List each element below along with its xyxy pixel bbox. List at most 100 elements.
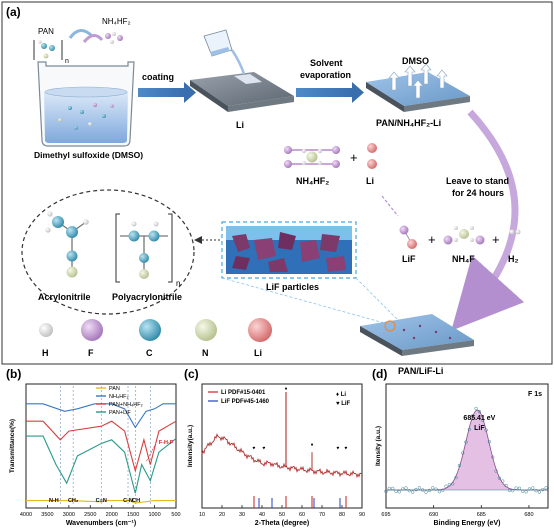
xps-data-point [517,486,522,490]
ftir-series-line [26,403,176,429]
final-plate [360,314,474,356]
element-legend: H F C N Li [39,318,272,358]
nh4f-product-label: NH₄F [452,254,475,264]
xps-data-point [411,490,415,494]
legend-h-label: H [42,348,49,358]
xps-data-point [477,409,482,414]
polymer-n-subscript: n [176,279,180,288]
ftir-fhf-pointer [145,445,155,463]
xps-data-point [514,486,518,490]
acrylonitrile-molecule-icon [45,211,89,278]
ftir-x-tick-label: 1000 [148,512,160,518]
xps-data-point [461,451,465,455]
beaker [37,61,135,147]
xrd-x-axis-label: 2-Theta (degree) [255,520,309,527]
xps-data-point [457,463,462,468]
panel-d-letter: (d) [372,367,387,381]
xrd-peak-marker: ♥ [345,446,348,452]
xps-data-point [434,487,438,491]
xps-data-point [474,406,478,411]
xps-data-point [387,486,391,491]
xps-data-point [484,428,488,432]
xps-x-tick-label: 680 [524,512,533,518]
evaporation-arrow [296,82,364,103]
xrd-peak-marker: ♦ [285,386,288,392]
xps-data-point [391,486,395,491]
xps-x-tick-label: 695 [381,512,390,518]
ftir-x-tick-label: 3000 [63,512,75,518]
ftir-legend-label: PAN+LiF [109,410,131,416]
ftir-annotation: CH₂ [68,498,79,504]
ftir-x-tick-label: 2500 [84,512,96,518]
xps-data-point [417,486,422,490]
xrd-y-axis-label: Intensity(a.u.) [187,425,194,467]
xps-data-point [397,490,401,494]
ftir-annotation: C≡N [96,498,107,504]
plus-sign-1: + [350,150,358,165]
legend-c-ball [139,319,161,341]
coating-arrow [138,82,196,103]
xps-x-axis-label: Binding Energy (eV) [434,520,501,527]
xps-data-point [531,486,535,490]
xps-peak-label: 685.41 eV [463,415,495,422]
xps-data-point [464,440,468,444]
xps-data-point [527,487,532,491]
panel-c-letter: (c) [184,367,199,381]
ftir-series-line [26,420,177,473]
ftir-legend-label: PAN [109,386,120,392]
final-plate-label: PAN/LiF-Li [398,366,443,376]
xps-data-point [444,484,448,488]
xps-plot-frame [385,383,549,509]
xps-data-point [487,440,492,444]
xps-data-point [447,483,452,487]
xps-data-point [414,487,418,492]
coated-plate-label: PAN/NH₄HF₂-Li [376,118,441,128]
h2-product-icon [509,229,521,235]
legend-n-label: N [202,348,209,358]
xps-data-point [467,427,472,432]
legend-f-ball [81,319,103,341]
xrd-x-tick-label: 60 [299,512,305,518]
dmso-evaporating-arrows-icon [388,63,448,99]
lif-particles-zoom-box [221,221,357,279]
beaker-label: Dimethyl sulfoxide (DMSO) [34,150,143,160]
xps-data-point [437,490,442,494]
xps-species-label: LiF [474,425,485,432]
xrd-x-tick-label: 30 [239,512,245,518]
nh4hf2-reactant-icon [284,146,340,168]
xrd-x-tick-label: 70 [319,512,325,518]
leave-line1: Leave to stand [446,176,509,186]
pan-n-subscript: n [65,58,69,65]
ftir-series-line [26,500,176,504]
xrd-legend-label: LiF PDF#45-1460 [221,399,270,405]
xps-data-point [407,489,411,493]
polyacrylonitrile-molecule-icon [115,213,173,283]
plus-sign-2: + [428,232,436,247]
nh4hf2-reagent-label: NH₄HF₂ [102,17,131,26]
pouring-beaker-icon [203,29,246,75]
zoom-line-left [221,277,389,325]
ftir-x-tick-label: 500 [171,512,180,518]
lif-product-label: LiF [402,254,416,264]
li-reactant-label: Li [366,176,374,186]
xps-x-tick-label: 685 [477,512,486,518]
lif-particles-label: LiF particles [266,282,319,292]
legend-f-label: F [88,348,94,358]
pan-reagent-label: PAN [38,27,54,36]
leave-line2: for 24 hours [452,188,504,198]
xrd-legend-label: Li PDF#15-0401 [221,390,266,396]
li-atoms-icon [367,143,377,169]
solvent-step-line1: Solvent [310,58,343,68]
xps-data-point [511,489,515,493]
polyacrylonitrile-label: Polyacrylonitrile [112,292,182,302]
zoom-line-right [355,277,403,325]
xps-data-point [451,482,455,486]
ftir-annotation: CH [132,498,140,504]
ftir-legend-label: PAN+NH₄HF₂ [109,402,143,408]
xps-title: F 1s [528,391,542,398]
xps-data-point [401,487,405,491]
xps-x-tick-label: 690 [429,512,438,518]
lif-product-icon [399,225,417,249]
